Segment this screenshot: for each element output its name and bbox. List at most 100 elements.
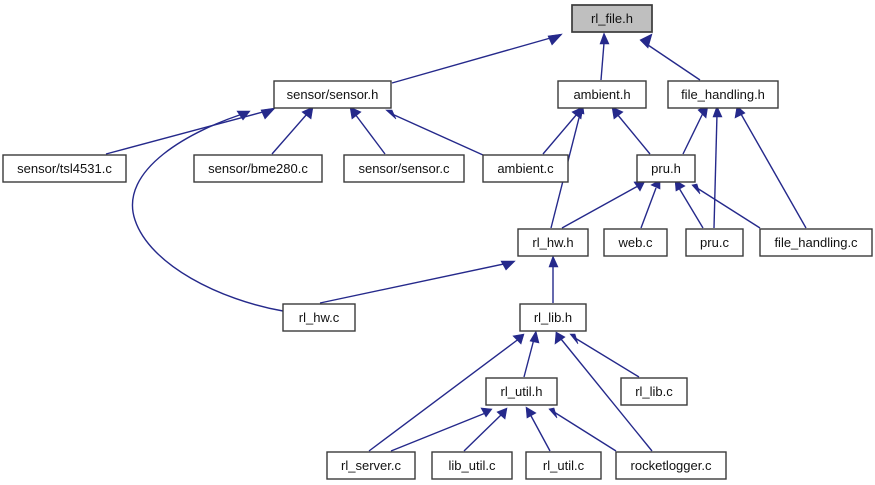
- graph-node-rl_util_c[interactable]: rl_util.c: [525, 451, 602, 480]
- node-box[interactable]: [519, 303, 587, 332]
- arrow-head-icon: [480, 407, 493, 418]
- edge-rl_util_c-to-rl_util_h: [525, 406, 551, 452]
- edge-line: [542, 113, 578, 155]
- node-box[interactable]: [557, 80, 647, 109]
- node-box[interactable]: [603, 228, 668, 257]
- node-box[interactable]: [517, 228, 589, 257]
- node-box[interactable]: [343, 154, 465, 183]
- graph-node-pru_h[interactable]: pru.h: [636, 154, 696, 183]
- graph-node-rl_lib_c[interactable]: rl_lib.c: [620, 377, 688, 406]
- graph-node-rocketlogger_c[interactable]: rocketlogger.c: [615, 451, 727, 480]
- node-box[interactable]: [571, 4, 653, 33]
- node-box[interactable]: [615, 451, 727, 480]
- arrow-head-icon: [260, 107, 276, 120]
- edge-line: [740, 113, 807, 229]
- arrow-head-icon: [712, 105, 723, 118]
- edge-line: [391, 113, 484, 156]
- edge-line: [553, 411, 617, 452]
- node-box[interactable]: [620, 377, 688, 406]
- edge-line: [696, 187, 761, 229]
- graph-node-pru_c[interactable]: pru.c: [685, 228, 744, 257]
- graph-node-sensor_tsl4531_c[interactable]: sensor/tsl4531.c: [2, 154, 127, 183]
- edge-rl_server_c-to-rl_lib_h: [368, 333, 525, 452]
- graph-node-ambient_c[interactable]: ambient.c: [482, 154, 569, 183]
- edge-line: [105, 108, 275, 155]
- graph-node-ambient_h[interactable]: ambient.h: [557, 80, 647, 109]
- arrow-head-icon: [734, 105, 746, 119]
- graph-node-rl_server_c[interactable]: rl_server.c: [326, 451, 416, 480]
- edge-rl_lib_h-to-rl_hw_h: [548, 255, 559, 303]
- edge-ambient_c-to-ambient_h: [542, 106, 584, 155]
- edge-rocketlogger_c-to-rl_lib_h: [554, 331, 653, 452]
- node-box[interactable]: [759, 228, 873, 257]
- edge-line: [132, 111, 284, 312]
- arrow-head-icon: [236, 110, 251, 121]
- edge-pru_c-to-pru_h: [674, 179, 704, 229]
- node-box[interactable]: [273, 80, 392, 109]
- arrow-head-icon: [691, 183, 701, 195]
- edge-rl_hw_c-to-sensor_sensor_h: [132, 110, 284, 312]
- graph-node-rl_hw_c[interactable]: rl_hw.c: [282, 303, 356, 332]
- arrow-head-icon: [674, 179, 686, 192]
- graph-node-file_handling_c[interactable]: file_handling.c: [759, 228, 873, 257]
- graph-node-sensor_sensor_c[interactable]: sensor/sensor.c: [343, 154, 465, 183]
- graph-node-lib_util_c[interactable]: lib_util.c: [431, 451, 513, 480]
- graph-node-sensor_bme280_c[interactable]: sensor/bme280.c: [193, 154, 323, 183]
- edge-rl_server_c-to-rl_util_h: [390, 407, 493, 452]
- arrow-head-icon: [547, 33, 563, 46]
- edge-sensor_bme280_c-to-sensor_sensor_h: [271, 106, 314, 155]
- node-box[interactable]: [282, 303, 356, 332]
- edge-pru_h-to-file_handling_h: [682, 104, 709, 155]
- arrow-head-icon: [599, 32, 610, 45]
- edge-file_handling_h-to-rl_file_h: [639, 33, 701, 81]
- edge-line: [463, 413, 503, 452]
- edge-line: [644, 42, 701, 81]
- edge-line: [560, 338, 653, 452]
- node-box[interactable]: [485, 377, 558, 406]
- node-box[interactable]: [636, 154, 696, 183]
- arrow-head-icon: [639, 33, 653, 49]
- edge-line: [616, 113, 651, 155]
- nodes-layer: rl_file.h sensor/sensor.h ambient.h file_ha…: [2, 4, 873, 480]
- graph-node-web_c[interactable]: web.c: [603, 228, 668, 257]
- edge-line: [640, 187, 657, 229]
- node-box[interactable]: [685, 228, 744, 257]
- edge-line: [529, 413, 551, 452]
- graph-node-rl_hw_h[interactable]: rl_hw.h: [517, 228, 589, 257]
- graph-node-rl_lib_h[interactable]: rl_lib.h: [519, 303, 587, 332]
- node-box[interactable]: [431, 451, 513, 480]
- edge-ambient_h-to-rl_file_h: [599, 32, 610, 81]
- arrow-head-icon: [512, 333, 525, 345]
- edge-line: [713, 113, 718, 229]
- edge-line: [391, 34, 562, 84]
- node-box[interactable]: [667, 80, 779, 109]
- edge-file_handling_c-to-pru_h: [691, 183, 761, 229]
- edge-rocketlogger_c-to-rl_util_h: [548, 407, 617, 452]
- edge-line: [561, 185, 639, 229]
- graph-node-file_handling_h[interactable]: file_handling.h: [667, 80, 779, 109]
- edge-line: [678, 187, 704, 229]
- edge-sensor_tsl4531_c-to-sensor_sensor_h: [105, 107, 276, 155]
- graph-node-rl_file_h[interactable]: rl_file.h: [571, 4, 653, 33]
- edge-pru_h-to-ambient_h: [611, 106, 651, 155]
- arrow-head-icon: [301, 106, 314, 120]
- edge-lib_util_c-to-rl_util_h: [463, 407, 508, 452]
- edge-sensor_sensor_h-to-rl_file_h: [391, 33, 563, 84]
- edge-rl_hw_c-to-rl_hw_h: [319, 260, 516, 304]
- graph-node-sensor_sensor_h[interactable]: sensor/sensor.h: [273, 80, 392, 109]
- arrow-head-icon: [554, 331, 566, 345]
- node-box[interactable]: [525, 451, 602, 480]
- graph-node-rl_util_h[interactable]: rl_util.h: [485, 377, 558, 406]
- edge-file_handling_c-to-file_handling_h: [734, 105, 807, 229]
- arrow-head-icon: [529, 330, 540, 344]
- node-box[interactable]: [326, 451, 416, 480]
- edge-line: [354, 113, 386, 155]
- node-box[interactable]: [193, 154, 323, 183]
- arrow-head-icon: [569, 333, 579, 345]
- edge-line: [368, 337, 521, 452]
- node-box[interactable]: [2, 154, 127, 183]
- arrow-head-icon: [525, 406, 537, 419]
- node-box[interactable]: [482, 154, 569, 183]
